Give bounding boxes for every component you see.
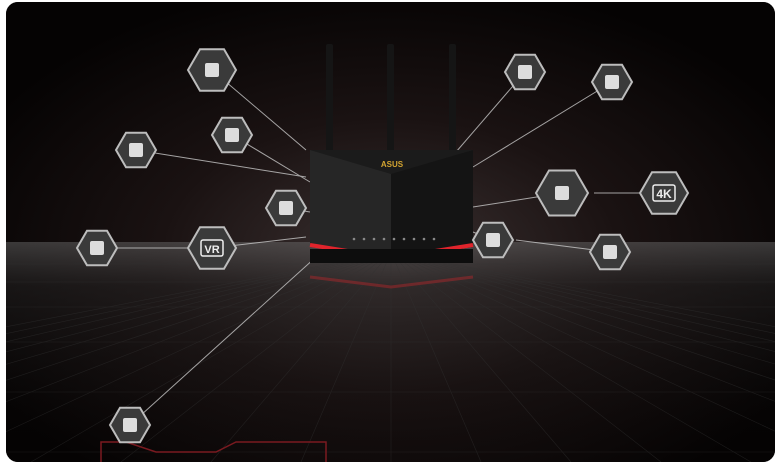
connection-line bbox=[135, 149, 307, 178]
projector-icon bbox=[605, 75, 619, 89]
router-connectivity-illustration: ASUS VR 4K bbox=[6, 2, 775, 462]
router: ASUS bbox=[309, 44, 474, 289]
floor-grid bbox=[6, 251, 775, 462]
tablet-icon bbox=[123, 418, 137, 432]
vr-headset-icon bbox=[200, 239, 224, 257]
tv-4k-label: 4K bbox=[656, 187, 672, 201]
laptop-icon bbox=[205, 63, 219, 77]
webcam-icon bbox=[279, 201, 293, 215]
gamepad-icon bbox=[129, 143, 143, 157]
device-node-smartwatch bbox=[588, 233, 632, 271]
device-node-laptop bbox=[186, 48, 238, 92]
device-nodes: VR 4K bbox=[75, 48, 690, 444]
circuit-decoration bbox=[100, 441, 327, 462]
device-node-webcam bbox=[264, 189, 308, 227]
device-node-vr: VR bbox=[186, 226, 238, 270]
desktop-pc-icon bbox=[555, 186, 569, 200]
asus-logo: ASUS bbox=[381, 160, 404, 169]
device-node-media-player bbox=[75, 229, 119, 267]
media-player-icon bbox=[90, 241, 104, 255]
antenna bbox=[326, 44, 333, 152]
tv-icon bbox=[652, 184, 676, 202]
device-node-desktop bbox=[534, 169, 590, 217]
status-leds bbox=[352, 237, 436, 241]
device-node-headphones bbox=[471, 221, 515, 259]
connection-line bbox=[129, 256, 317, 426]
device-node-tv-4k: 4K bbox=[638, 171, 690, 215]
device-node-gamepad bbox=[114, 131, 158, 169]
device-node-security-camera bbox=[210, 116, 254, 154]
device-node-tablet bbox=[108, 406, 152, 444]
smartwatch-icon bbox=[603, 245, 617, 259]
device-node-nas bbox=[503, 53, 547, 91]
connection-line bbox=[472, 81, 613, 168]
security-camera-icon bbox=[225, 128, 239, 142]
reflection bbox=[309, 275, 474, 289]
scene: ASUS VR 4K bbox=[6, 2, 775, 462]
nas-icon bbox=[518, 65, 532, 79]
antenna bbox=[449, 44, 456, 152]
vr-label: VR bbox=[204, 244, 219, 256]
antenna bbox=[387, 44, 394, 152]
headphones-icon bbox=[486, 233, 500, 247]
device-node-projector bbox=[590, 63, 634, 101]
